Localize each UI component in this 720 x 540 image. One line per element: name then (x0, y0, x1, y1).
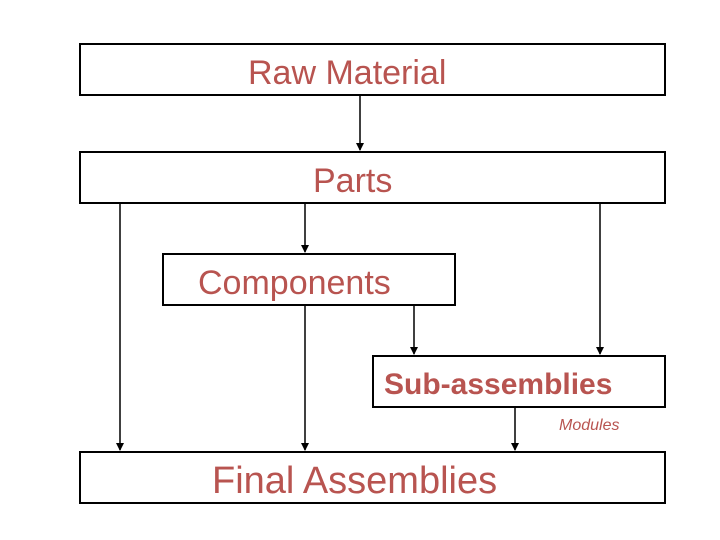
modules-edge-label: Modules (559, 417, 620, 434)
final-assemblies-label: Final Assemblies (212, 460, 498, 502)
components-box (162, 253, 456, 306)
parts-box (79, 151, 666, 204)
sub-assemblies-box (372, 355, 666, 408)
raw-material-label: Raw Material (248, 54, 447, 92)
sub-assemblies-label: Sub-assemblies (384, 368, 613, 401)
raw-material-box (79, 43, 666, 96)
final-assemblies-box (79, 451, 666, 504)
components-label: Components (198, 264, 391, 302)
parts-label: Parts (313, 162, 393, 200)
